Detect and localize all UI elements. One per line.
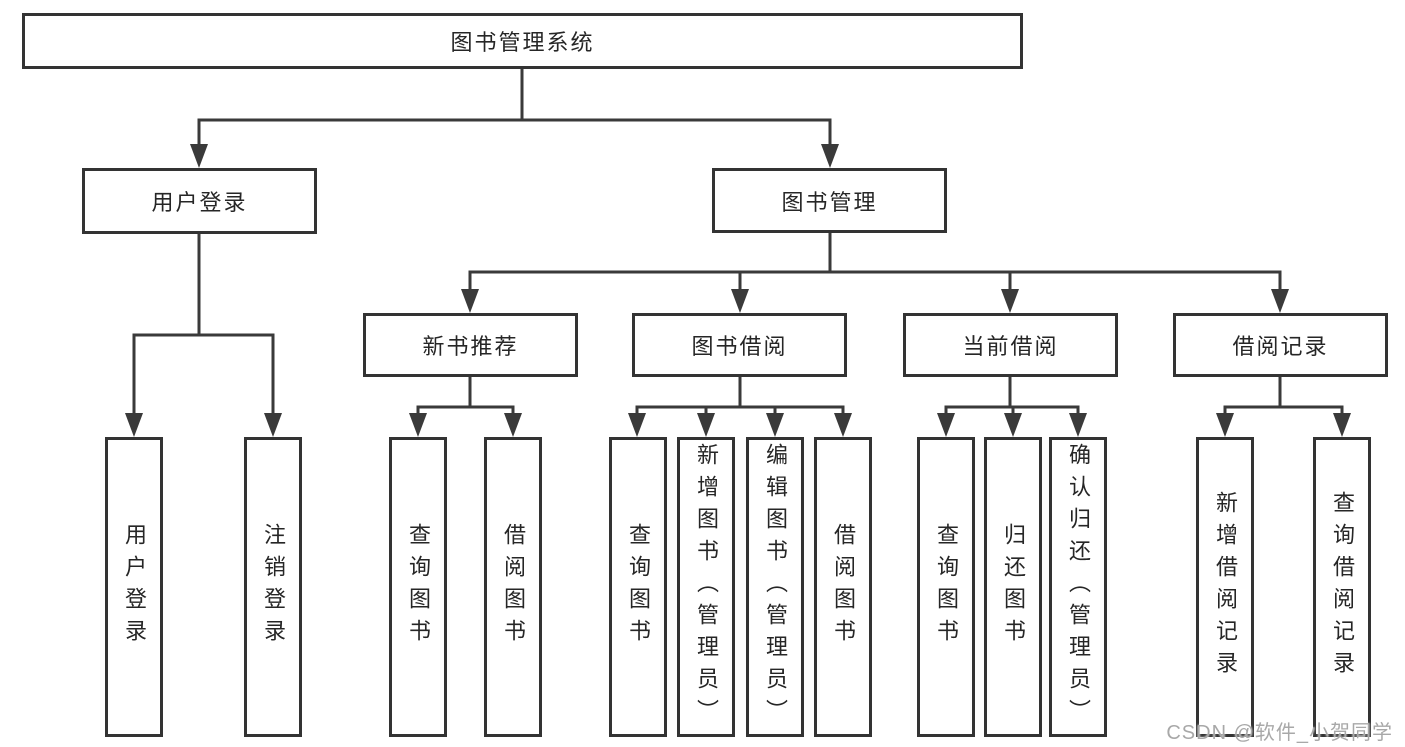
leaf-recommend-query-books: 查询图书 [389,437,447,737]
leaf-user-login-label: 用户登录 [122,523,147,651]
tree-edges [132,67,1344,417]
node-borrowing-records: 借阅记录 [1173,313,1388,377]
node-book-management: 图书管理 [712,168,947,233]
leaf-add-borrow-record: 新增借阅记录 [1196,437,1254,737]
leaf-borrow-books-label: 借阅图书 [831,523,856,651]
arrow-heads [125,144,1351,437]
leaf-current-query-books: 查询图书 [917,437,975,737]
leaf-add-books-admin-label: 新增图书（管理员） [694,443,719,731]
leaf-borrow-books: 借阅图书 [814,437,872,737]
leaf-recommend-borrow-books-label: 借阅图书 [501,523,526,651]
leaf-recommend-query-books-label: 查询图书 [406,523,431,651]
leaf-logout: 注销登录 [244,437,302,737]
csdn-watermark: CSDN @软件_小贺同学 [1166,722,1393,744]
node-user-login: 用户登录 [82,168,317,234]
leaf-confirm-return-admin: 确认归还（管理员） [1049,437,1107,737]
leaf-add-borrow-record-label: 新增借阅记录 [1213,491,1238,683]
leaf-add-books-admin: 新增图书（管理员） [677,437,735,737]
node-new-book-recommendation: 新书推荐 [363,313,578,377]
node-book-borrowing: 图书借阅 [632,313,847,377]
leaf-return-books: 归还图书 [984,437,1042,737]
leaf-confirm-return-admin-label: 确认归还（管理员） [1066,443,1091,731]
leaf-query-borrow-record: 查询借阅记录 [1313,437,1371,737]
node-library-management-system: 图书管理系统 [22,13,1023,69]
leaf-logout-label: 注销登录 [261,523,286,651]
leaf-edit-books-admin: 编辑图书（管理员） [746,437,804,737]
leaf-borrow-query-books-label: 查询图书 [626,523,651,651]
leaf-recommend-borrow-books: 借阅图书 [484,437,542,737]
leaf-edit-books-admin-label: 编辑图书（管理员） [763,443,788,731]
leaf-query-borrow-record-label: 查询借阅记录 [1330,491,1355,683]
leaf-current-query-books-label: 查询图书 [934,523,959,651]
leaf-borrow-query-books: 查询图书 [609,437,667,737]
node-current-borrowing: 当前借阅 [903,313,1118,377]
leaf-return-books-label: 归还图书 [1001,523,1026,651]
leaf-user-login: 用户登录 [105,437,163,737]
